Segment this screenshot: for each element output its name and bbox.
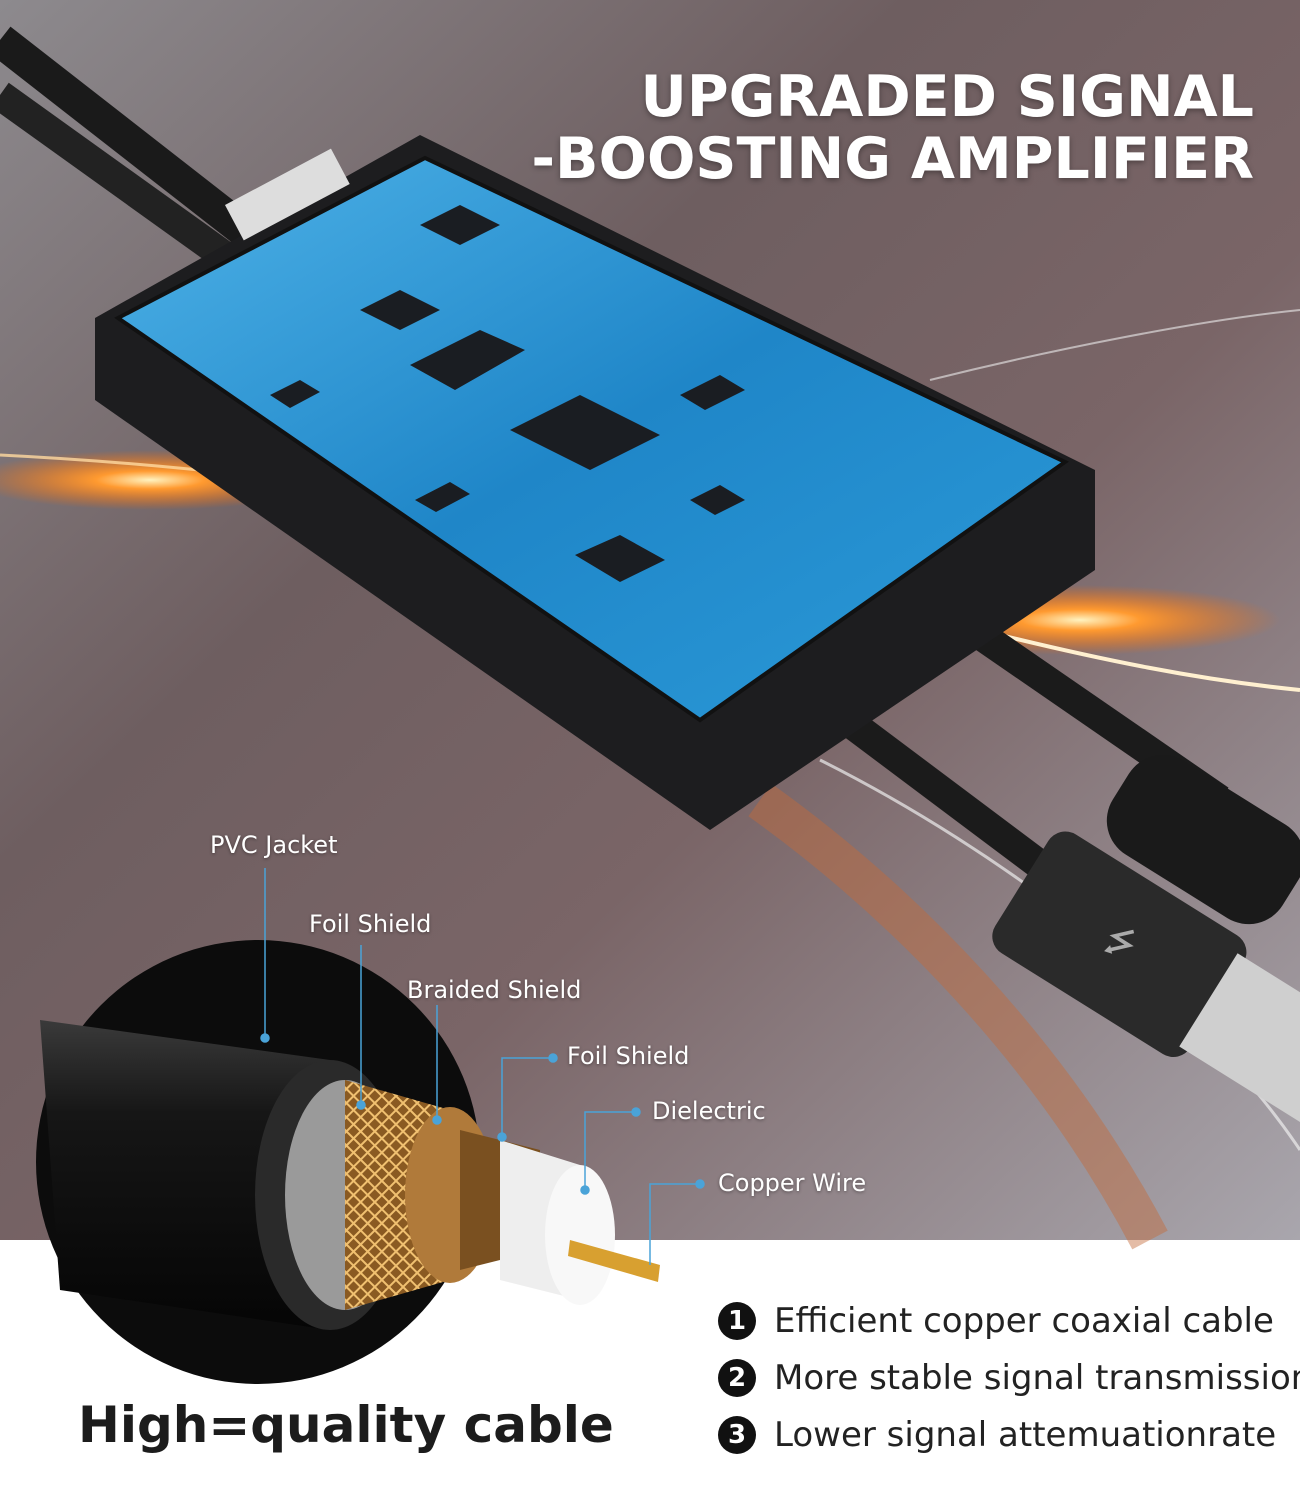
label-pvc-jacket: PVC Jacket	[210, 831, 338, 859]
callout-lines	[260, 868, 705, 1265]
dc-connector	[1106, 755, 1300, 925]
feature-item: 2 More stable signal transmission	[718, 1349, 1300, 1406]
feature-text: Lower signal attemuationrate	[774, 1414, 1277, 1455]
usb-plug: ⭍	[992, 831, 1300, 1137]
label-foil-shield-inner: Foil Shield	[567, 1042, 690, 1070]
output-cable-usb	[811, 688, 1069, 892]
feature-list: 1 Efficient copper coaxial cable 2 More …	[718, 1292, 1300, 1463]
headline-line-1: UPGRADED SIGNAL	[640, 64, 1254, 130]
cable-clamp	[224, 148, 350, 241]
label-braided-shield: Braided Shield	[407, 976, 582, 1004]
label-dielectric: Dielectric	[652, 1097, 766, 1125]
number-badge-icon: 3	[718, 1415, 756, 1454]
feature-text: More stable signal transmission	[774, 1357, 1300, 1398]
input-cable	[0, 26, 261, 249]
headline: UPGRADED SIGNAL -BOOSTING AMPLIFIER	[531, 66, 1254, 190]
feature-text: Efficient copper coaxial cable	[774, 1300, 1274, 1341]
label-foil-shield-outer: Foil Shield	[309, 910, 432, 938]
number-badge-icon: 1	[718, 1301, 756, 1340]
feature-item: 3 Lower signal attemuationrate	[718, 1406, 1300, 1463]
feature-item: 1 Efficient copper coaxial cable	[718, 1292, 1300, 1349]
label-copper-wire: Copper Wire	[718, 1169, 867, 1197]
coax-cable-cutaway	[40, 1020, 660, 1330]
headline-line-2: -BOOSTING AMPLIFIER	[531, 126, 1254, 192]
pcb-components	[270, 205, 745, 582]
number-badge-icon: 2	[718, 1358, 756, 1397]
bottom-title: High=quality cable	[78, 1396, 614, 1454]
